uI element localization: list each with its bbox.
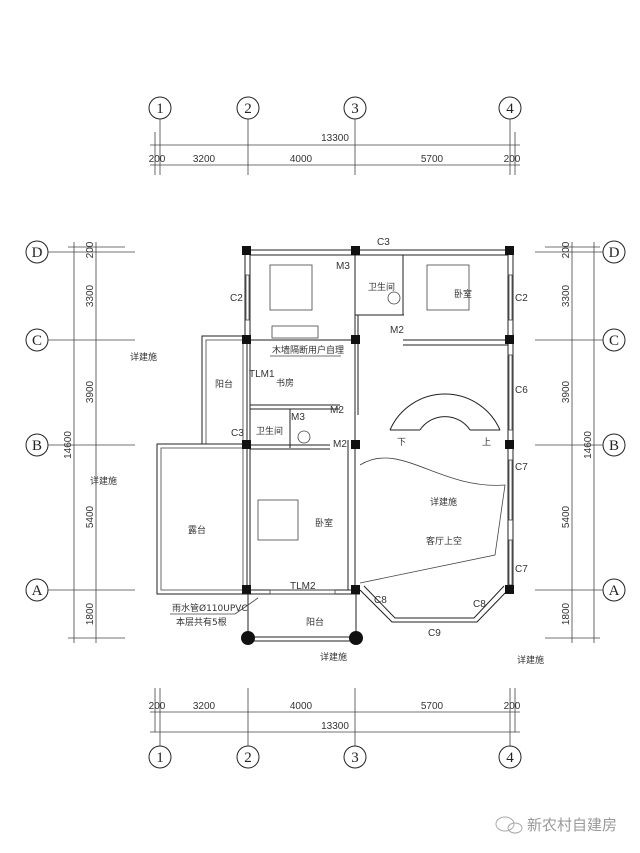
see-drawing-note: 详建施 bbox=[320, 651, 347, 663]
downpipe-count-note: 本层共有5根 bbox=[176, 616, 227, 628]
notes: 详建施 详建施 详建施 详建施 雨水管Ø110UPVC 本层共有5根 bbox=[90, 351, 544, 666]
see-drawing-note: 详建施 bbox=[130, 351, 157, 363]
stair-down: 下 bbox=[397, 438, 406, 448]
axis-A: A bbox=[32, 583, 43, 599]
room-bedroom: 卧室 bbox=[454, 288, 472, 300]
axis-4: 4 bbox=[506, 750, 514, 766]
void-note: 详建施 bbox=[430, 496, 457, 508]
room-living-void: 客厅上空 bbox=[426, 535, 462, 547]
door-label: TLM1 bbox=[249, 369, 275, 380]
right-dimensions: D C B A 14600 200 3300 3900 5400 1800 bbox=[535, 240, 626, 643]
window-label: C7 bbox=[515, 462, 528, 473]
door-label: M3 bbox=[291, 412, 305, 423]
dim-part: 5700 bbox=[421, 701, 444, 712]
axis-3: 3 bbox=[351, 750, 359, 766]
window-label: C3 bbox=[377, 237, 390, 248]
dim-part: 3200 bbox=[193, 154, 216, 165]
window-label: C2 bbox=[515, 293, 528, 304]
dim-total: 14600 bbox=[63, 431, 74, 459]
opening-labels: C3 M3 C2 C2 M2 TLM1 M2 M3 C3 M2 C6 C7 C7… bbox=[230, 237, 528, 639]
see-drawing-note: 详建施 bbox=[517, 654, 544, 666]
columns bbox=[241, 246, 514, 645]
furniture bbox=[257, 264, 470, 541]
door-label: TLM2 bbox=[290, 581, 316, 592]
dim-part: 200 bbox=[504, 701, 521, 712]
dim-part: 5700 bbox=[421, 154, 444, 165]
axis-C: C bbox=[609, 333, 619, 349]
axis-1: 1 bbox=[156, 101, 164, 117]
downpipe-note: 雨水管Ø110UPVC bbox=[172, 602, 248, 614]
room-bathroom: 卫生间 bbox=[368, 281, 395, 293]
dim-total: 14600 bbox=[583, 431, 594, 459]
room-terrace: 露台 bbox=[188, 524, 206, 536]
door-label: M2 bbox=[333, 439, 347, 450]
window-label: C6 bbox=[515, 385, 528, 396]
watermark-text: 新农村自建房 bbox=[527, 816, 617, 834]
door-label: M2 bbox=[330, 405, 344, 416]
room-balcony: 阳台 bbox=[215, 378, 233, 390]
window-label: C9 bbox=[428, 628, 441, 639]
toilet-icon bbox=[387, 291, 401, 305]
room-labels: 卫生间 卧室 木墙隔断用户自理 书房 阳台 卫生间 露台 卧室 详建施 客厅上空… bbox=[188, 281, 491, 628]
axis-D: D bbox=[32, 245, 43, 261]
door-label: M3 bbox=[336, 261, 350, 272]
window-label: C7 bbox=[515, 564, 528, 575]
dim-part: 3200 bbox=[193, 701, 216, 712]
window-label: C8 bbox=[374, 595, 387, 606]
top-dimensions: 13300 200 3200 4000 5700 200 bbox=[149, 133, 521, 166]
dim-part: 3300 bbox=[85, 284, 96, 307]
walls bbox=[156, 249, 514, 642]
dim-part: 200 bbox=[85, 241, 96, 258]
dim-part: 1800 bbox=[85, 602, 96, 625]
dim-part: 4000 bbox=[290, 701, 313, 712]
dim-total: 13300 bbox=[321, 721, 349, 732]
dim-total: 13300 bbox=[321, 133, 349, 144]
stair-up: 上 bbox=[482, 437, 491, 448]
window-label: C8 bbox=[473, 599, 486, 610]
partition-note: 木墙隔断用户自理 bbox=[272, 344, 344, 356]
window-label: C3 bbox=[231, 428, 244, 439]
room-bedroom: 卧室 bbox=[315, 517, 333, 529]
axis-B: B bbox=[609, 438, 619, 454]
dim-part: 4000 bbox=[290, 154, 313, 165]
axis-B: B bbox=[32, 438, 42, 454]
bed-icon bbox=[269, 264, 313, 311]
dim-part: 3900 bbox=[85, 380, 96, 403]
window-label: C2 bbox=[230, 293, 243, 304]
see-drawing-note: 详建施 bbox=[90, 475, 117, 487]
dim-part: 200 bbox=[504, 154, 521, 165]
dim-part: 200 bbox=[561, 241, 572, 258]
toilet-icon bbox=[297, 430, 311, 444]
axis-A: A bbox=[609, 583, 620, 599]
dim-part: 200 bbox=[149, 701, 166, 712]
left-dimensions: D C B A 14600 200 3300 3900 5400 1800 bbox=[25, 240, 135, 643]
bottom-dimensions: 200 3200 4000 5700 200 13300 1 2 3 4 bbox=[148, 688, 522, 769]
door-label: M2 bbox=[390, 325, 404, 336]
tv-cabinet-icon bbox=[271, 325, 319, 339]
dim-part: 200 bbox=[149, 154, 166, 165]
dim-part: 1800 bbox=[561, 602, 572, 625]
axis-2: 2 bbox=[244, 750, 252, 766]
watermark: 新农村自建房 bbox=[495, 816, 617, 834]
dim-part: 5400 bbox=[85, 505, 96, 528]
bed-icon bbox=[426, 264, 470, 311]
axis-C: C bbox=[32, 333, 42, 349]
dim-part: 5400 bbox=[561, 505, 572, 528]
room-study: 书房 bbox=[276, 377, 294, 389]
bed-icon bbox=[257, 499, 299, 541]
axis-3: 3 bbox=[351, 101, 359, 117]
axis-1: 1 bbox=[156, 750, 164, 766]
axis-D: D bbox=[609, 245, 620, 261]
dim-part: 3300 bbox=[561, 284, 572, 307]
dim-part: 3900 bbox=[561, 380, 572, 403]
room-balcony: 阳台 bbox=[306, 616, 324, 628]
axis-4: 4 bbox=[506, 101, 514, 117]
room-bathroom: 卫生间 bbox=[256, 425, 283, 437]
axis-2: 2 bbox=[244, 101, 252, 117]
top-axis-labels: 1 2 3 4 bbox=[148, 96, 522, 175]
